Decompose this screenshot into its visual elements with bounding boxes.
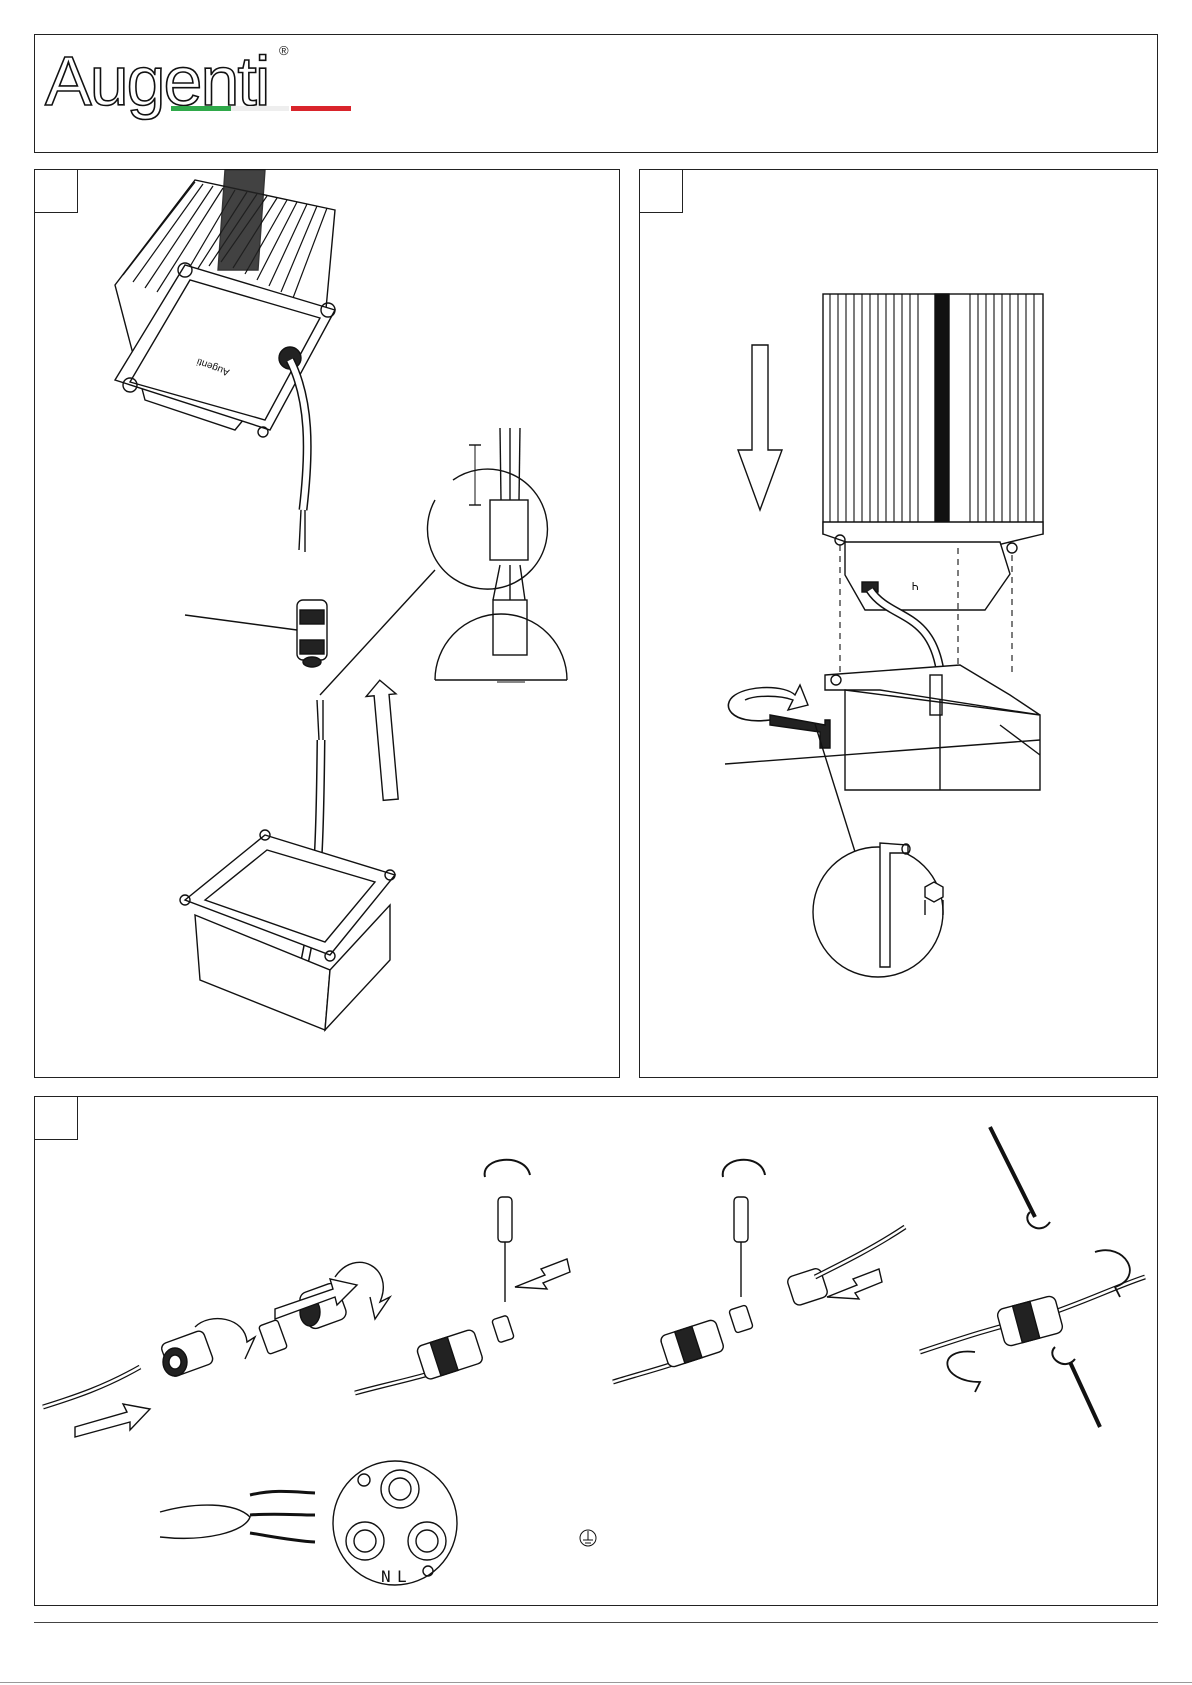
registered-mark: ® bbox=[279, 43, 289, 58]
connector-step-d bbox=[920, 1127, 1145, 1427]
cable-wires-detail bbox=[160, 1491, 315, 1542]
hex-key-detail bbox=[813, 843, 943, 977]
wire-strip-detail-top bbox=[427, 428, 547, 589]
panel-1-illustration: Augenti bbox=[35, 170, 621, 1079]
header-frame: Augenti ® bbox=[34, 34, 1158, 153]
ground-box-drawing bbox=[180, 830, 395, 1030]
base-flange-drawing bbox=[825, 665, 1040, 790]
page-bottom-rule bbox=[0, 1682, 1192, 1683]
step-panel-2: Ꮒ bbox=[639, 169, 1158, 1078]
neutral-label: N bbox=[381, 1567, 391, 1586]
flag-stripe-red bbox=[291, 106, 351, 111]
connector-face-detail: N L bbox=[333, 1461, 457, 1586]
panel-2-illustration: Ꮒ bbox=[640, 170, 1159, 1079]
earth-ground-icon bbox=[580, 1530, 596, 1546]
panel-3-illustration: N L bbox=[35, 1097, 1159, 1607]
wire-strip-detail-bottom bbox=[435, 565, 567, 682]
footer-rule bbox=[34, 1622, 1158, 1623]
lamp-column-drawing: Ꮒ bbox=[823, 294, 1043, 610]
live-label: L bbox=[397, 1567, 407, 1586]
svg-text:Ꮒ: Ꮒ bbox=[912, 581, 919, 593]
connector-step-b bbox=[355, 1160, 570, 1393]
inline-connector-drawing bbox=[297, 600, 327, 667]
flag-stripe-green bbox=[171, 106, 231, 111]
flag-stripe-white bbox=[231, 106, 289, 111]
connector-step-a bbox=[43, 1262, 390, 1437]
connector-step-c bbox=[613, 1160, 905, 1382]
step-panel-3: N L bbox=[34, 1096, 1158, 1606]
step-panel-1: Augenti bbox=[34, 169, 620, 1078]
